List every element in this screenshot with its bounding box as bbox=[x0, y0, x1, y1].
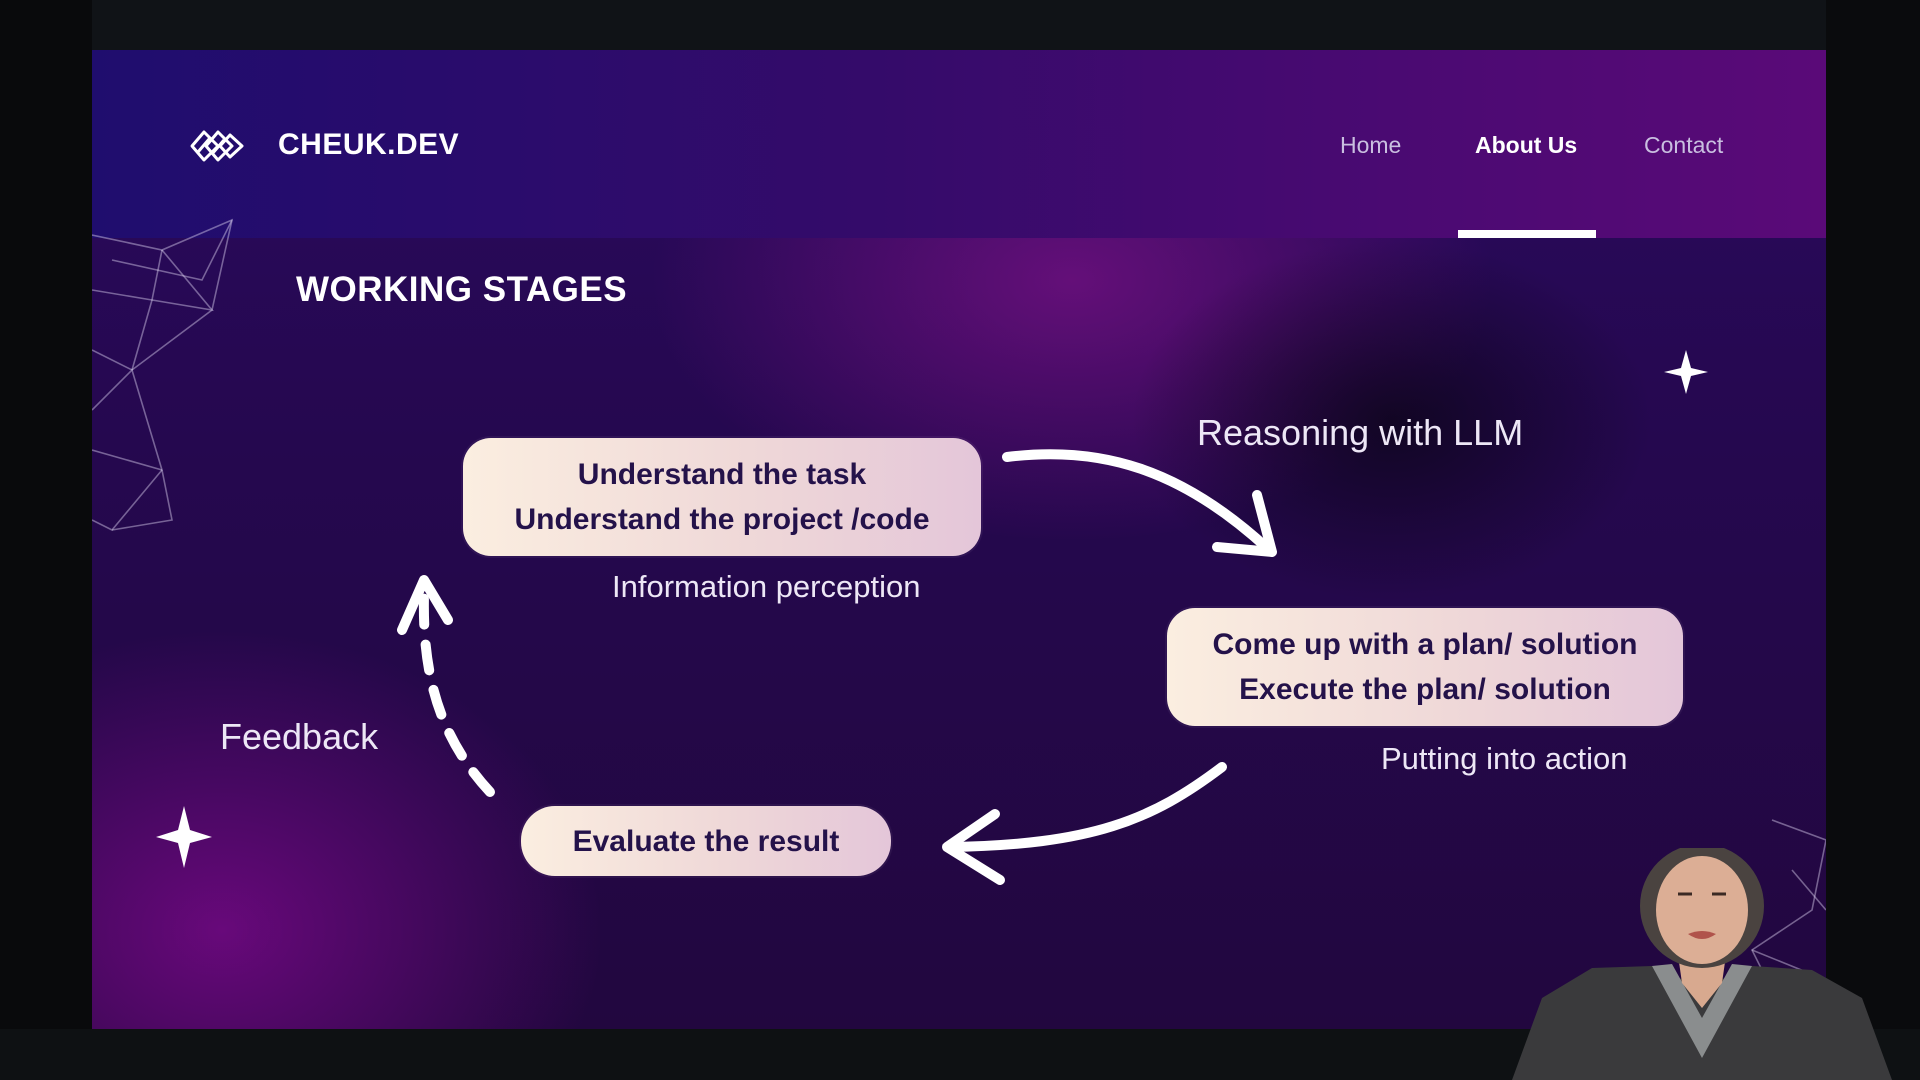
logo-icon bbox=[190, 130, 244, 162]
site-header: CHEUK.DEV Home About Us Contact bbox=[92, 50, 1826, 238]
active-nav-underline bbox=[1458, 230, 1596, 238]
stage-plan-execute: Come up with a plan/ solution Execute th… bbox=[1167, 608, 1683, 726]
arrow-reasoning-head bbox=[1212, 490, 1277, 557]
decoration-layer bbox=[92, 218, 1826, 1011]
video-right-border bbox=[1826, 0, 1920, 1080]
label-feedback: Feedback bbox=[220, 716, 379, 757]
nav-about-us[interactable]: About Us bbox=[1475, 132, 1578, 158]
speaker-mouth bbox=[1688, 931, 1716, 939]
speaker-webcam-overlay bbox=[1512, 848, 1892, 1080]
section-title: WORKING STAGES bbox=[296, 270, 628, 309]
caption-information-perception: Information perception bbox=[612, 569, 921, 604]
label-reasoning-with-llm: Reasoning with LLM bbox=[1197, 412, 1524, 453]
nav-contact[interactable]: Contact bbox=[1644, 132, 1724, 158]
arrow-reasoning-curve bbox=[1002, 449, 1272, 553]
sparkle-icon bbox=[156, 350, 1708, 868]
stage-line: Execute the plan/ solution bbox=[1239, 673, 1611, 706]
flow-arrows bbox=[397, 449, 1277, 885]
speaker-face bbox=[1656, 856, 1748, 964]
speaker-collar bbox=[1652, 964, 1752, 1058]
stage-evaluate: Evaluate the result bbox=[521, 806, 891, 876]
brand-name[interactable]: CHEUK.DEV bbox=[278, 128, 460, 161]
stage-line: Understand the task bbox=[577, 458, 867, 491]
presentation-slide: CHEUK.DEV Home About Us Contact bbox=[92, 50, 1826, 1029]
stage-line: Understand the project /code bbox=[514, 503, 930, 536]
arrow-feedback-dashed bbox=[418, 590, 495, 797]
stage-understand: Understand the task Understand the proje… bbox=[463, 438, 981, 556]
caption-putting-into-action: Putting into action bbox=[1381, 741, 1628, 776]
stage-line: Come up with a plan/ solution bbox=[1212, 628, 1638, 661]
video-top-bar bbox=[0, 0, 1920, 50]
video-left-border bbox=[0, 0, 92, 1080]
nav-home[interactable]: Home bbox=[1340, 132, 1402, 158]
arrow-feedback-head bbox=[397, 575, 453, 635]
arrow-action-head bbox=[942, 809, 1005, 885]
stage-line: Evaluate the result bbox=[572, 824, 840, 858]
arrow-action-curve bbox=[943, 762, 1227, 852]
polygon-network-decoration bbox=[92, 218, 1826, 1011]
